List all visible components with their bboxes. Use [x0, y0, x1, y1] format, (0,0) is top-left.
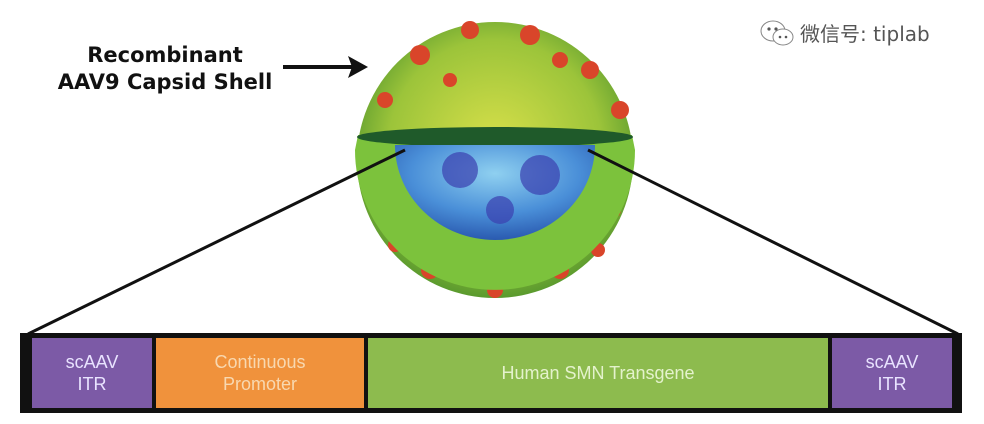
capsid-shell: [355, 21, 635, 298]
segment-label: scAAV: [65, 352, 119, 372]
callout-line1: Recombinant: [87, 43, 243, 67]
wechat-icon: [760, 20, 794, 45]
segment-label: ITR: [77, 374, 107, 394]
segment-label: Promoter: [222, 374, 297, 394]
segment-label: ITR: [877, 374, 907, 394]
segment-label: scAAV: [865, 352, 919, 372]
watermark-text: 微信号: tiplab: [800, 22, 930, 46]
segment-transgene: Human SMN Transgene: [368, 338, 828, 408]
zoom-lines: [27, 148, 959, 336]
watermark: 微信号: tiplab: [760, 18, 930, 47]
segment-label: Human SMN Transgene: [501, 363, 695, 383]
capsid-callout: Recombinant AAV9 Capsid Shell: [50, 42, 280, 96]
segment-label: Continuous: [214, 352, 306, 372]
callout-line2: AAV9 Capsid Shell: [57, 70, 273, 94]
arrow-icon: [283, 56, 368, 78]
